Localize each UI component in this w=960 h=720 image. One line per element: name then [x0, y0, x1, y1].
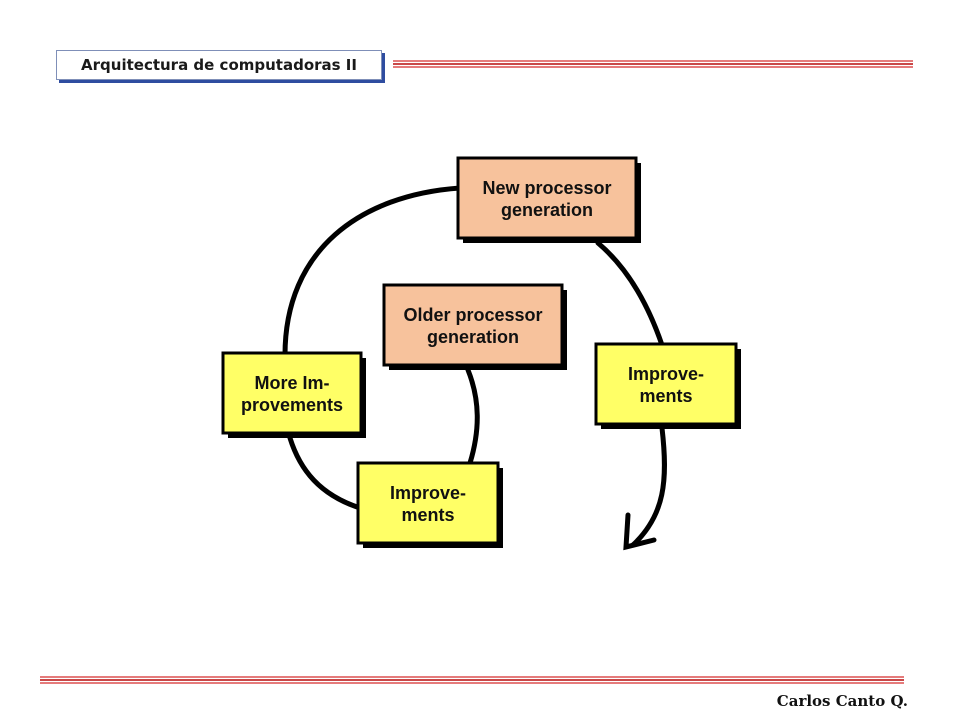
node-older-processor-line1: Older processor [403, 305, 542, 325]
node-older-processor-line2: generation [427, 327, 519, 347]
node-improvements-bottom-line1: Improve- [390, 483, 466, 503]
node-improvements-right-line1: Improve- [628, 364, 704, 384]
header-rule [393, 60, 913, 68]
arrow-new-to-improvements-right [595, 240, 665, 348]
author-name: Carlos Canto Q. [776, 692, 908, 710]
node-improvements-right-line2: ments [639, 386, 692, 406]
node-more-improvements-line2: provements [241, 395, 343, 415]
node-new-processor-line1: New processor [482, 178, 611, 198]
node-new-processor-line2: generation [501, 200, 593, 220]
slide-title: Arquitectura de computadoras II [56, 50, 382, 80]
node-older-processor: Older processor generation [382, 283, 567, 370]
arrow-new-to-more-improvements [282, 185, 463, 358]
arrow-more-improvements-to-improvements-bottom [287, 435, 363, 511]
node-new-processor: New processor generation [456, 156, 641, 243]
arrow-older-to-improvements-bottom [465, 367, 480, 466]
arrow-improvements-right-down [630, 425, 667, 548]
node-more-improvements-line1: More Im- [254, 373, 329, 393]
footer-rule [40, 676, 904, 684]
node-improvements-bottom: Improve- ments [356, 461, 503, 548]
node-improvements-right: Improve- ments [594, 342, 741, 429]
node-more-improvements: More Im- provements [221, 351, 366, 438]
node-improvements-bottom-line2: ments [401, 505, 454, 525]
arrowhead-icon [623, 512, 657, 551]
